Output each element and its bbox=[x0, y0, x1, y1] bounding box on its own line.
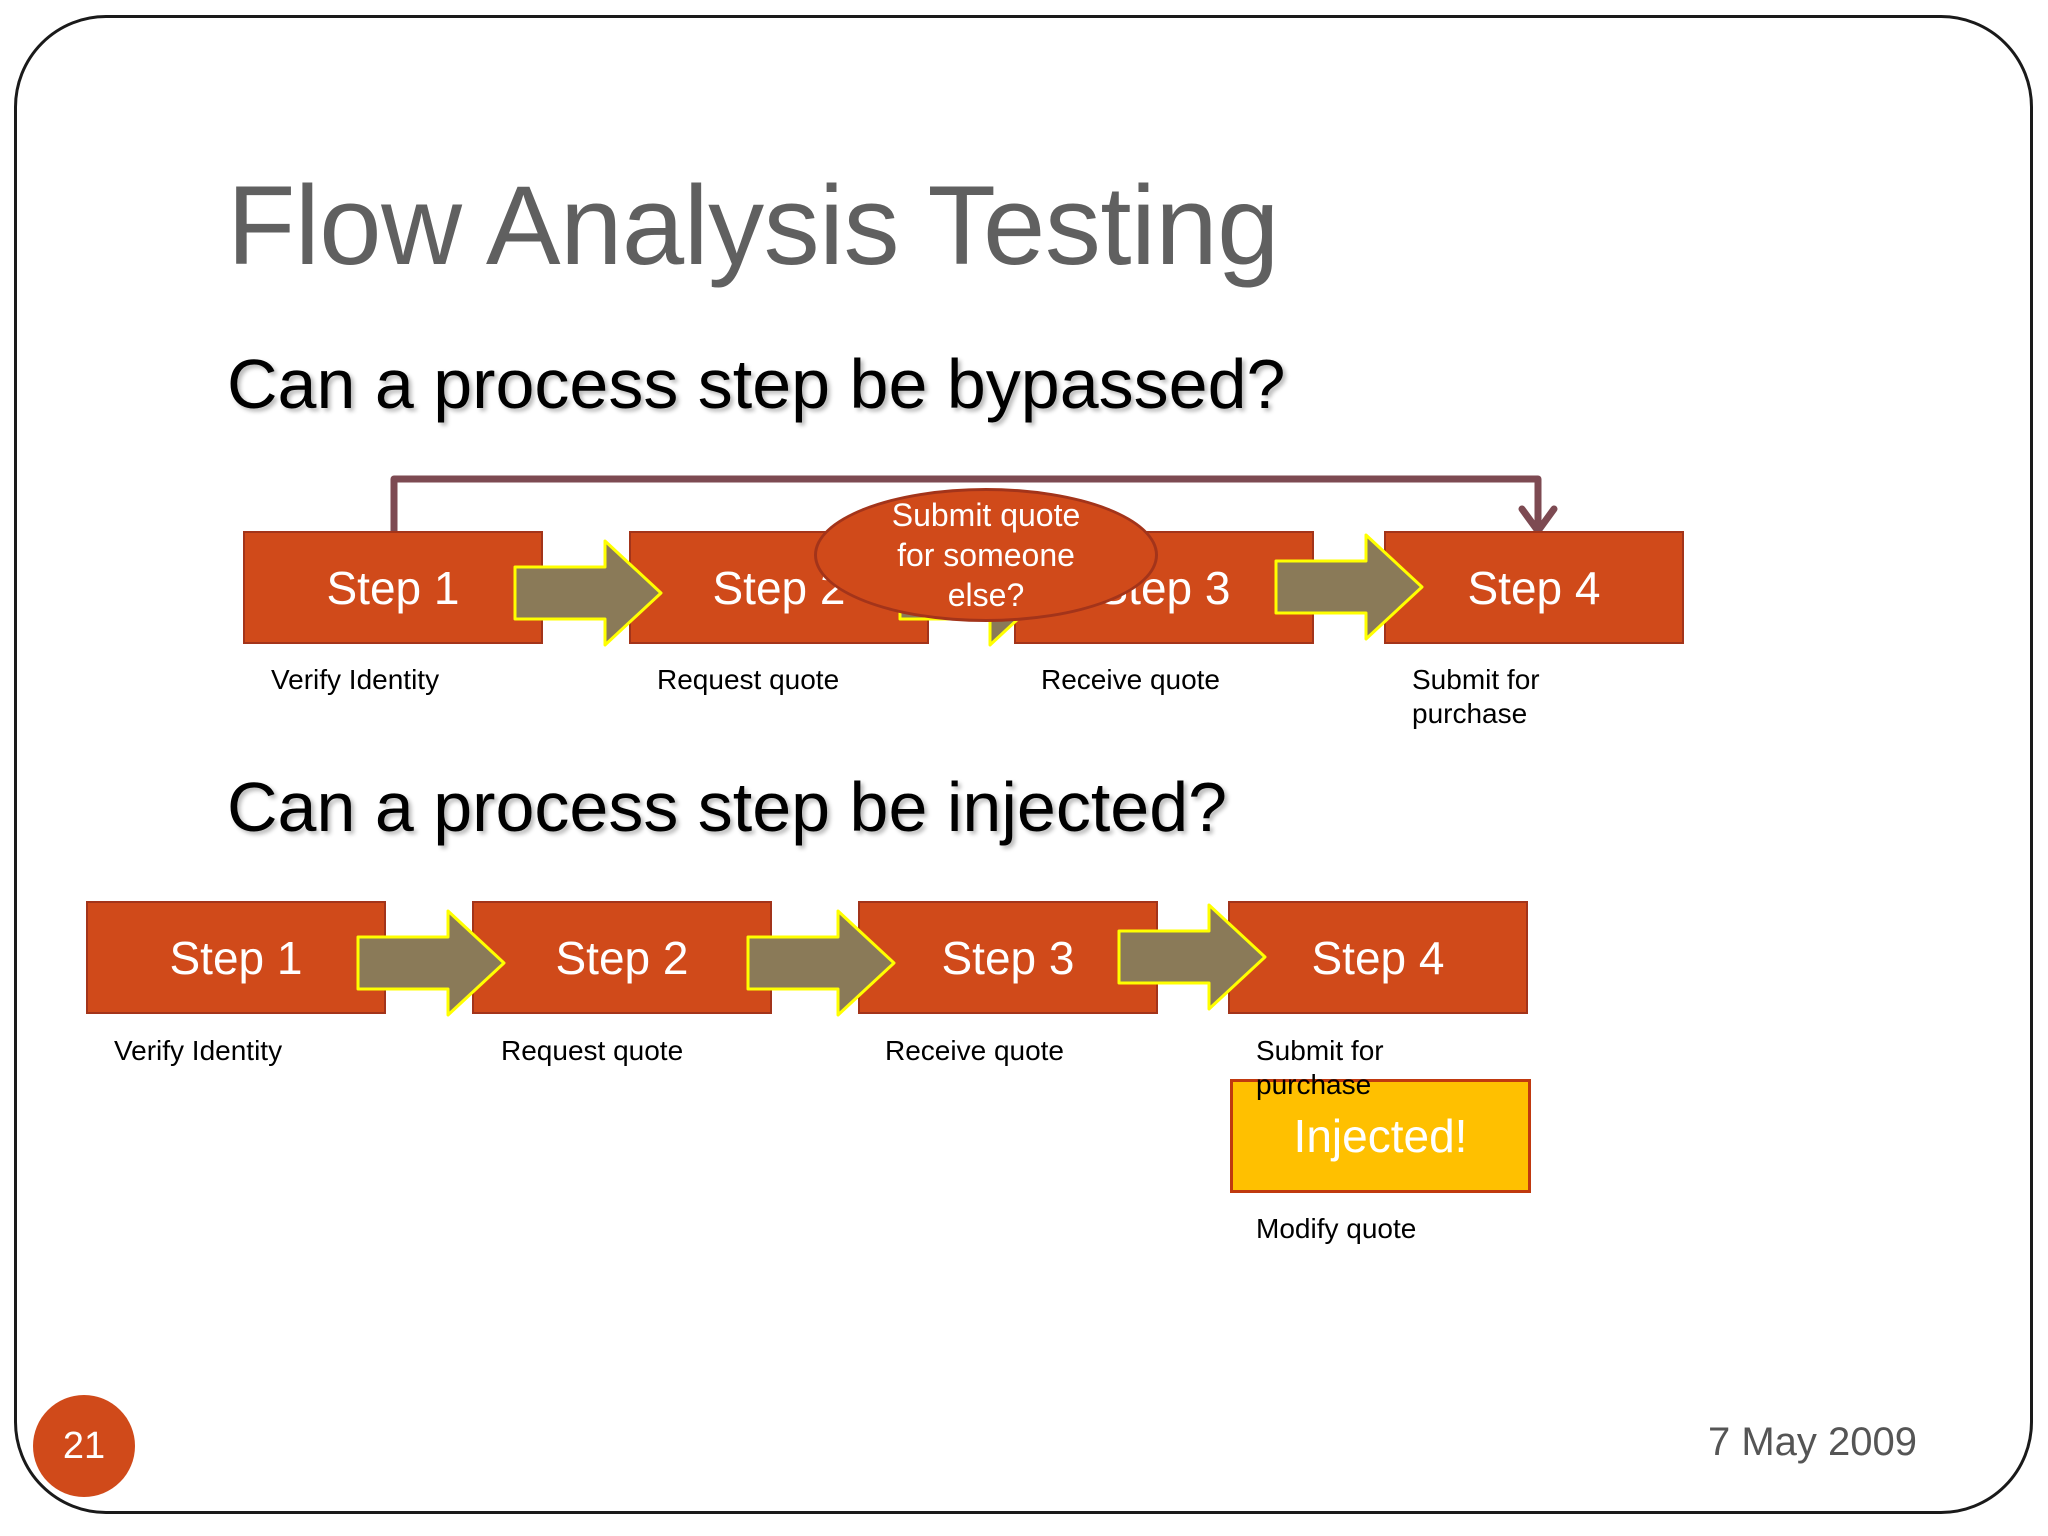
inject-step-2-box: Step 2 bbox=[472, 901, 772, 1014]
bypass-step-2-caption: Request quote bbox=[657, 664, 840, 695]
page-number: 21 bbox=[62, 1424, 106, 1467]
bypass-question: Can a process step be bypassed? bbox=[227, 345, 1286, 423]
slide-date: 7 May 2009 bbox=[1707, 1420, 1917, 1464]
injected-step-label: Injected! bbox=[1293, 1110, 1468, 1162]
bypass-step-3-caption: Receive quote bbox=[1041, 664, 1221, 695]
bypass-flow-arrow-1 bbox=[513, 539, 663, 647]
inject-step-3-label: Step 3 bbox=[941, 931, 1075, 984]
inject-question: Can a process step be injected? bbox=[227, 768, 1228, 846]
inject-step-2-caption: Request quote bbox=[501, 1035, 684, 1066]
inject-step-1-box: Step 1 bbox=[86, 901, 386, 1014]
inject-step-4-label: Step 4 bbox=[1311, 931, 1445, 984]
inject-step-1-label: Step 1 bbox=[169, 931, 303, 984]
inject-step-2-label: Step 2 bbox=[555, 931, 689, 984]
inject-step-3-caption: Receive quote bbox=[885, 1035, 1065, 1066]
inject-step-1-caption: Verify Identity bbox=[114, 1035, 283, 1066]
injected-step-caption: Modify quote bbox=[1256, 1213, 1417, 1244]
slide-frame bbox=[14, 15, 2033, 1514]
inject-step-3-box: Step 3 bbox=[858, 901, 1158, 1014]
bypass-step-4-box: Step 4 bbox=[1384, 531, 1684, 644]
bypass-callout-bubble: Submit quote for someone else? bbox=[814, 488, 1158, 622]
inject-flow-arrow-3 bbox=[1117, 903, 1267, 1011]
bypass-step-1-caption: Verify Identity bbox=[271, 664, 440, 695]
inject-flow-arrow-2 bbox=[746, 909, 896, 1017]
inject-flow-arrow-1 bbox=[356, 909, 506, 1017]
bypass-step-1-label: Step 1 bbox=[326, 561, 460, 614]
inject-step-4-caption: Submit for purchase bbox=[1256, 1035, 1384, 1100]
page-number-badge: 21 bbox=[33, 1395, 135, 1497]
inject-step-4-box: Step 4 bbox=[1228, 901, 1528, 1014]
bypass-step-1-box: Step 1 bbox=[243, 531, 543, 644]
bypass-step-4-label: Step 4 bbox=[1467, 561, 1601, 614]
injected-step-box: Injected! bbox=[1230, 1079, 1531, 1193]
bypass-step-4-caption: Submit for purchase bbox=[1412, 664, 1540, 729]
bypass-flow-arrow-3 bbox=[1274, 533, 1424, 641]
slide-title: Flow Analysis Testing bbox=[227, 163, 1279, 288]
